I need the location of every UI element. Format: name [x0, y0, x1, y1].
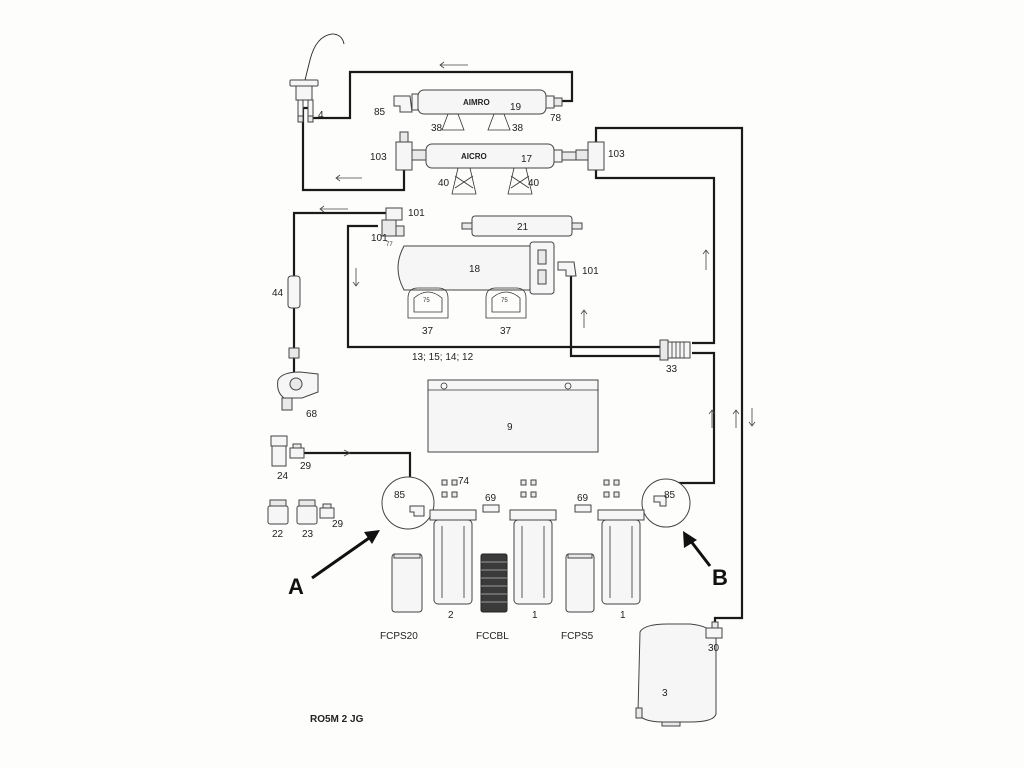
part-101-top: 101	[408, 208, 425, 219]
part-2: 2	[448, 610, 454, 621]
filter-housing	[597, 509, 645, 605]
part-33: 33	[666, 364, 678, 375]
fitting-101-icon	[381, 207, 405, 237]
part-9: 9	[507, 422, 513, 433]
callout-arrow-b	[683, 531, 712, 567]
part-17: 17	[521, 154, 533, 165]
part-38a: 38	[431, 123, 443, 134]
part-77: 77	[386, 242, 393, 248]
pipe-lines	[292, 70, 744, 632]
part-38b: 38	[512, 123, 524, 134]
membrane-clip-icon	[407, 287, 527, 319]
part-19: 19	[510, 102, 522, 113]
tee-fitting-icon	[575, 141, 605, 171]
check-valve-icon	[659, 339, 691, 361]
aicro-label: AICRO	[461, 152, 487, 161]
flow-arrows	[319, 61, 756, 457]
part-29a: 29	[300, 461, 312, 472]
storage-tank	[635, 623, 717, 727]
part-101-mid: 101	[371, 233, 388, 244]
part-85-top: 85	[374, 107, 386, 118]
elbow-detail-circle	[381, 476, 435, 530]
adapter-icon	[270, 435, 288, 467]
document-code: RO5M 2 JG	[310, 714, 364, 725]
filter-fccbl: FCCBL	[476, 631, 509, 642]
clip-icon	[451, 167, 533, 195]
mounting-bracket	[427, 379, 599, 453]
ball-valve-icon	[289, 443, 305, 459]
part-3: 3	[662, 688, 668, 699]
part-78: 78	[550, 113, 562, 124]
aimro-label: AIMRO	[463, 98, 490, 107]
inline-tube-icon	[287, 275, 301, 359]
part-101-right: 101	[582, 266, 599, 277]
tank-valve-icon	[705, 621, 723, 639]
part-69a: 69	[485, 493, 497, 504]
part-24: 24	[277, 471, 289, 482]
part-75a: 75	[423, 298, 430, 304]
part-75b: 75	[501, 298, 508, 304]
sediment-cartridge	[391, 553, 423, 613]
part-44: 44	[272, 288, 284, 299]
flow-restrictor	[461, 215, 583, 237]
part-103-right: 103	[608, 149, 625, 160]
part-68: 68	[306, 409, 318, 420]
part-4: 4	[318, 110, 324, 121]
tee-fitting-icon	[395, 131, 427, 171]
part-40a: 40	[438, 178, 450, 189]
part-37a: 37	[422, 326, 434, 337]
faucet-icon	[289, 33, 345, 123]
part-103-left: 103	[370, 152, 387, 163]
filter-housing	[429, 509, 477, 605]
part-37b: 37	[500, 326, 512, 337]
callout-a: A	[288, 574, 304, 599]
membrane-parts-list: 13; 15; 14; 12	[412, 352, 474, 363]
filter-fcps5: FCPS5	[561, 631, 594, 642]
elbow-detail-circle	[641, 478, 691, 528]
part-22: 22	[272, 529, 284, 540]
part-1b: 1	[620, 610, 626, 621]
part-18: 18	[469, 264, 481, 275]
part-1a: 1	[532, 610, 538, 621]
part-69b: 69	[577, 493, 589, 504]
part-21: 21	[517, 222, 529, 233]
connector-icon	[441, 479, 620, 513]
part-85-right: 85	[664, 490, 676, 501]
part-23: 23	[302, 529, 314, 540]
filter-fcps20: FCPS20	[380, 631, 418, 642]
filter-housing	[509, 509, 557, 605]
clip-icon	[441, 113, 511, 131]
part-85-left: 85	[394, 490, 406, 501]
sediment-cartridge	[565, 553, 595, 613]
aimro-cartridge	[411, 89, 563, 115]
caps-icon	[267, 499, 335, 525]
carbon-block-cartridge	[480, 553, 508, 613]
elbow-fitting-icon	[393, 95, 413, 113]
part-74: 74	[458, 476, 470, 487]
part-30: 30	[708, 643, 720, 654]
callout-b: B	[712, 565, 728, 590]
membrane-housing	[397, 241, 555, 295]
aicro-cartridge	[425, 143, 577, 169]
part-29b: 29	[332, 519, 344, 530]
callout-arrow-a	[311, 530, 380, 580]
part-40b: 40	[528, 178, 540, 189]
elbow-fitting-icon	[557, 261, 577, 277]
feed-valve-icon	[277, 371, 319, 411]
